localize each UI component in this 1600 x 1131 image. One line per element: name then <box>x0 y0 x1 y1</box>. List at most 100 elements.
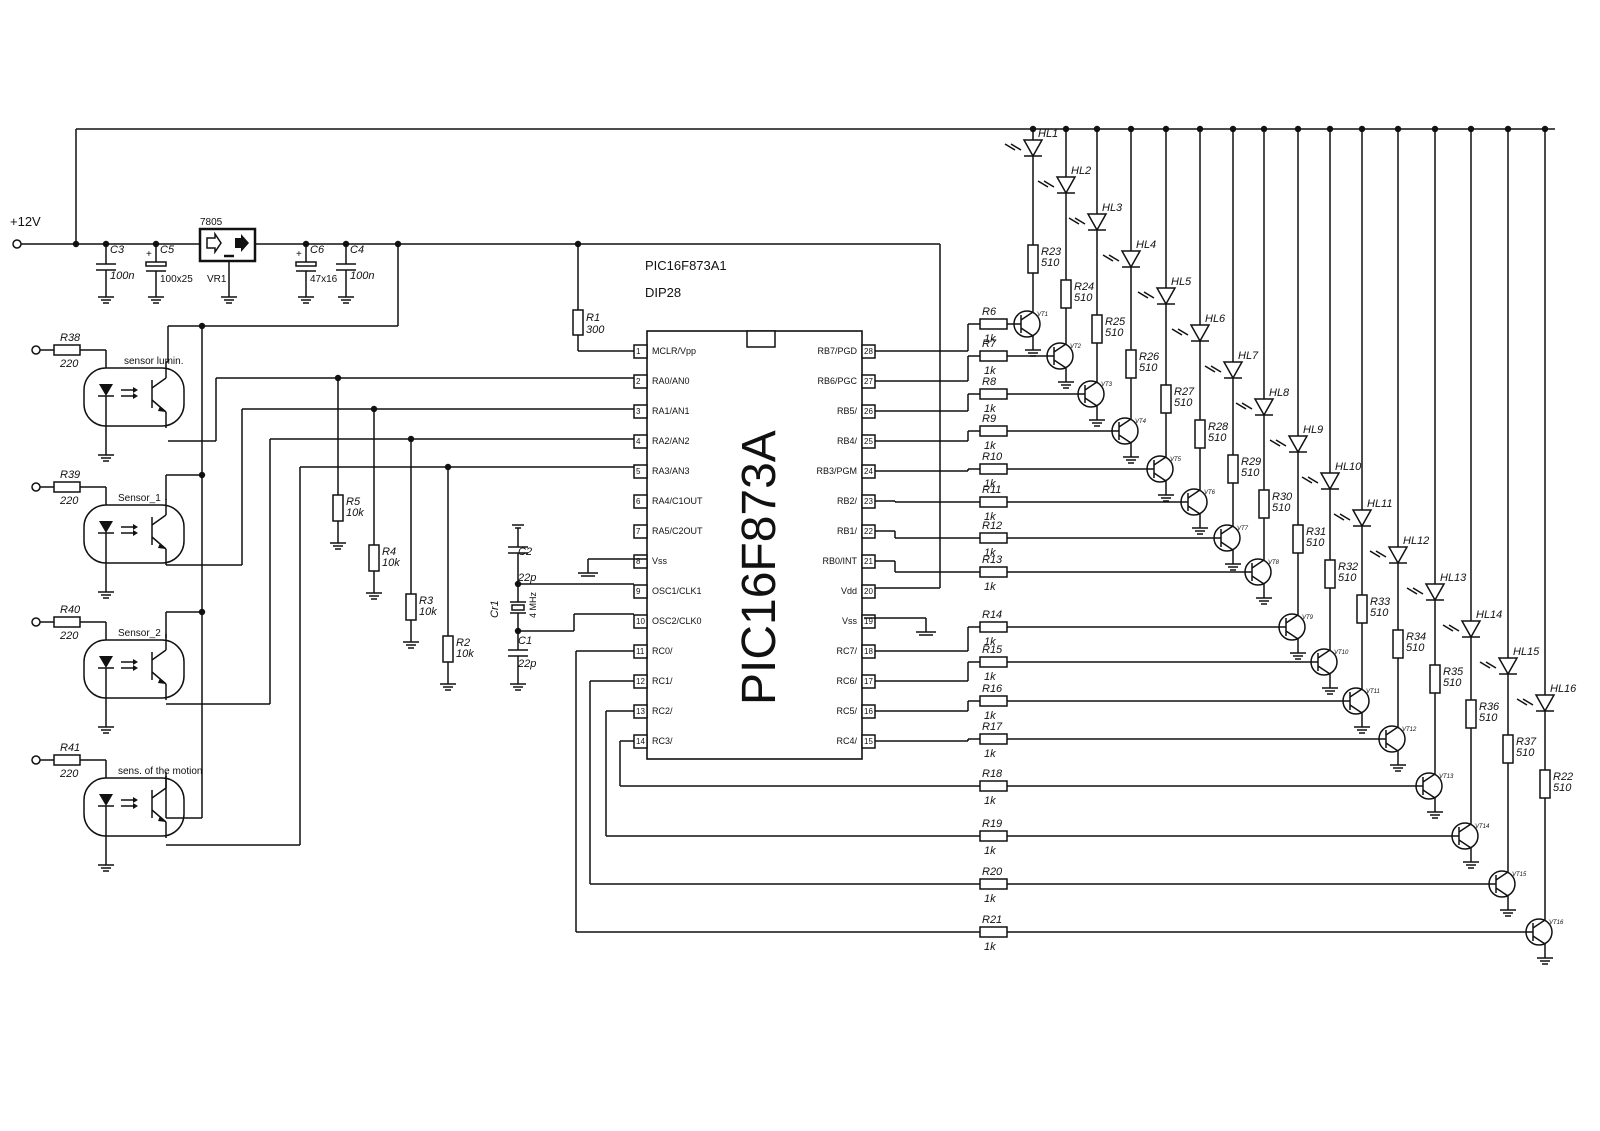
pin-number: 22 <box>864 527 873 536</box>
led-ref: HL11 <box>1367 498 1392 510</box>
base-res-value: 1k <box>984 893 996 905</box>
collector-res-value: 510 <box>1338 572 1357 584</box>
optocoupler-3: R40 220 Sensor_2 <box>31 604 185 734</box>
regulator-7805: 7805 VR1 <box>198 217 257 304</box>
svg-text:+: + <box>146 249 152 260</box>
pin-name: MCLR/Vpp <box>652 346 696 356</box>
base-res-value: 1k <box>984 748 996 760</box>
chip-big-name: PIC16F873A <box>733 430 786 705</box>
led-ref: HL16 <box>1550 683 1577 695</box>
pin-number: 2 <box>636 377 641 386</box>
collector-res-ref: R23 <box>1041 246 1062 258</box>
c2-value: 22p <box>517 572 536 584</box>
transistor-ref: VT6 <box>1204 490 1216 496</box>
pin-name: RB5/ <box>837 406 858 416</box>
led-ref: HL10 <box>1335 461 1362 473</box>
pin-name: RC4/ <box>836 736 857 746</box>
led-ref: HL8 <box>1269 387 1290 399</box>
c4-ref: C4 <box>350 244 364 256</box>
pin-18: 18 RC7/ <box>836 644 876 659</box>
led-ref: HL3 <box>1102 202 1123 214</box>
base-res-value: 1k <box>984 671 996 683</box>
pin-name: RB0/INT <box>822 556 857 566</box>
collector-res-value: 510 <box>1516 747 1535 759</box>
pin-number: 3 <box>636 407 641 416</box>
pin-name: RA2/AN2 <box>652 436 690 446</box>
pulldown-value: 10k <box>382 557 400 569</box>
regulator-ref: VR1 <box>207 274 227 285</box>
collector-res-ref: R22 <box>1553 771 1573 783</box>
base-res-value: 1k <box>984 403 996 415</box>
sensor-res-ref: R40 <box>60 604 81 616</box>
transistor-ref: VT3 <box>1101 382 1113 388</box>
crystal-section: C2 22p Cr1 4 MHz C1 22p <box>489 524 647 691</box>
base-res-value: 1k <box>984 440 996 452</box>
collector-res-value: 510 <box>1553 782 1572 794</box>
sensor-label: Sensor_1 <box>118 493 161 504</box>
c6-ref: C6 <box>310 244 325 256</box>
collector-res-value: 510 <box>1241 467 1260 479</box>
sensor-res-ref: R39 <box>60 469 80 481</box>
pin-name: RB6/PGC <box>817 376 857 386</box>
sensor-label: Sensor_2 <box>118 628 161 639</box>
crystal-value: 4 MHz <box>528 591 538 618</box>
pin-number: 25 <box>864 437 873 446</box>
base-res-ref: R18 <box>982 768 1003 780</box>
collector-res-value: 510 <box>1208 432 1227 444</box>
led-ref: HL14 <box>1476 609 1502 621</box>
collector-res-ref: R30 <box>1272 491 1293 503</box>
capacitor-c5: + C5 100x25 <box>145 244 193 304</box>
led-ref: HL9 <box>1303 424 1323 436</box>
pin-number: 9 <box>636 587 641 596</box>
collector-res-ref: R34 <box>1406 631 1426 643</box>
collector-res-value: 510 <box>1443 677 1462 689</box>
base-res-ref: R10 <box>982 451 1003 463</box>
transistor-ref: VT16 <box>1549 920 1564 926</box>
c6-value: 47x16 <box>310 274 338 285</box>
base-res-ref: R6 <box>982 306 997 318</box>
pulldown-value: 10k <box>346 507 364 519</box>
transistor-ref: VT14 <box>1475 824 1490 830</box>
base-res-ref: R19 <box>982 818 1002 830</box>
r1-ref: R1 <box>586 312 600 324</box>
collector-res-value: 510 <box>1174 397 1193 409</box>
transistor-ref: VT5 <box>1170 457 1182 463</box>
pulldown-value: 10k <box>419 606 437 618</box>
pin-number: 7 <box>636 527 641 536</box>
collector-res-value: 510 <box>1139 362 1158 374</box>
sensor-res-value: 220 <box>59 630 79 642</box>
collector-res-ref: R29 <box>1241 456 1261 468</box>
pulldown-ref: R3 <box>419 595 434 607</box>
transistor-ref: VT13 <box>1439 774 1454 780</box>
pin-number: 27 <box>864 377 873 386</box>
pin-number: 18 <box>864 647 873 656</box>
transistor-ref: VT9 <box>1302 615 1314 621</box>
base-res-value: 1k <box>984 511 996 523</box>
collector-res-value: 510 <box>1041 257 1060 269</box>
output-channels: HL1R23510VT1R61kHL2R24510VT2R71kHL3R2551… <box>575 125 1577 965</box>
collector-res-value: 510 <box>1370 607 1389 619</box>
pin-number: 21 <box>864 557 873 566</box>
pin-name: RC7/ <box>836 646 857 656</box>
led-ref: HL7 <box>1238 350 1259 362</box>
pin-name: RA4/C1OUT <box>652 496 703 506</box>
pin-number: 28 <box>864 347 873 356</box>
led-ref: HL1 <box>1038 128 1058 140</box>
sensor-res-ref: R38 <box>60 332 81 344</box>
base-res-value: 1k <box>984 845 996 857</box>
